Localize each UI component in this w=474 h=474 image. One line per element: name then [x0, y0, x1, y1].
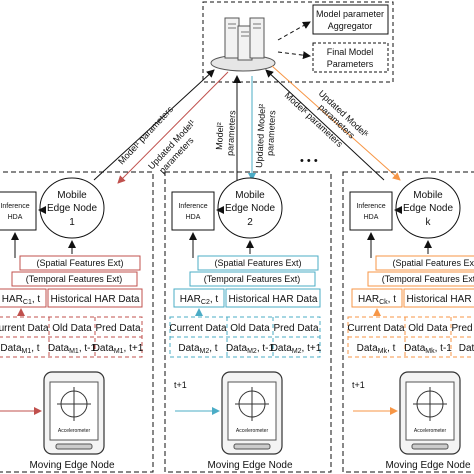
phone-home-button — [55, 443, 93, 450]
historical-har-box — [225, 288, 321, 308]
aggregator-box: Model parameter Aggregator — [312, 4, 389, 35]
edge-node-name-line2: Edge Node — [403, 203, 453, 214]
model2-line2: parameters — [225, 110, 237, 156]
historical-har-box — [47, 288, 143, 308]
aggregator-line1: Model parameter — [316, 9, 384, 19]
updated-model2-line1: Updated Model² — [254, 104, 267, 168]
temporal-features-box — [189, 271, 316, 287]
server-box — [202, 1, 394, 83]
phone-home-button — [233, 443, 271, 450]
node-column-border — [164, 171, 332, 473]
har-box — [173, 288, 225, 308]
data-cell: DataM1, t+1 — [93, 343, 144, 355]
edge-node-index: 1 — [69, 217, 75, 228]
data-cell: DataMk, t — [357, 343, 396, 355]
modelk-down-arrow — [271, 65, 401, 181]
data-cell: DataM2, t+1 — [271, 343, 322, 355]
hda-label: HDA — [364, 214, 379, 221]
phone-home-button — [411, 443, 449, 450]
spatial-features-label: (Spatial Features Ext) — [214, 258, 301, 268]
old-data-header: Old Data — [230, 323, 270, 334]
har-box — [0, 288, 47, 308]
server-icon — [210, 17, 276, 72]
model1-down-arrow — [117, 71, 229, 184]
inference-label: Inference — [356, 203, 385, 210]
moving-edge-node-label: Moving Edge Node — [385, 460, 470, 471]
temporal-features-label: (Temporal Features Ext) — [382, 274, 474, 284]
node-column-border — [0, 171, 154, 473]
har-label: HARC2, t — [180, 294, 219, 306]
data-cell: DataM1, t-1 — [48, 343, 97, 355]
more-nodes-ellipsis: • • • — [300, 155, 318, 167]
pred-data-header: Pred Data — [273, 323, 318, 334]
current-data-header: Current Data — [347, 323, 405, 334]
spatial-features-label: (Spatial Features Ext) — [36, 258, 123, 268]
pred-data-header: Pred Data — [451, 323, 474, 334]
historical-har-box — [403, 288, 474, 308]
server-to-final-arrow — [277, 51, 311, 60]
data-cell: DataM1, t — [0, 343, 39, 355]
spatial-features-box — [375, 255, 474, 271]
har-box — [351, 288, 403, 308]
hda-label: HDA — [8, 214, 23, 221]
temporal-features-box — [11, 271, 138, 287]
time-step-label: t+1 — [174, 380, 187, 390]
old-data-header: Old Data — [52, 323, 92, 334]
moving-edge-node-label: Moving Edge Node — [29, 460, 114, 471]
har-label: HARC1, t — [2, 294, 41, 306]
temporal-features-label: (Temporal Features Ext) — [204, 274, 301, 284]
accelerometer-label: Accelerometer — [236, 428, 269, 434]
data-cell: DataM2, t-1 — [226, 343, 275, 355]
time-step-label: t+1 — [352, 380, 365, 390]
accelerometer-label: Accelerometer — [58, 428, 91, 434]
inference-hda-box — [171, 191, 215, 231]
spatial-features-box — [197, 255, 319, 271]
current-data-header: Current Data — [0, 323, 49, 334]
edge-node-name-line2: Edge Node — [225, 203, 275, 214]
edge-node-index: 2 — [247, 217, 253, 228]
accelerometer-label: Accelerometer — [414, 428, 447, 434]
inference-label: Inference — [178, 203, 207, 210]
inference-hda-box — [0, 191, 37, 231]
aggregator-line2: Aggregator — [328, 21, 373, 31]
edge-node-name-line2: Edge Node — [47, 203, 97, 214]
historical-har-label: Historical HAR Data — [51, 294, 140, 305]
old-data-header: Old Data — [408, 323, 448, 334]
spatial-features-box — [19, 255, 141, 271]
historical-har-label: Historical HAR Data — [229, 294, 318, 305]
temporal-features-label: (Temporal Features Ext) — [26, 274, 123, 284]
pred-data-header: Pred Data — [95, 323, 140, 334]
server-to-aggregator-arrow — [277, 21, 311, 41]
spatial-features-label: (Spatial Features Ext) — [392, 258, 474, 268]
model2-line1: Model² — [214, 122, 225, 150]
data-cell: DataMk — [459, 343, 474, 355]
model1-up-arrow — [93, 69, 215, 181]
har-label: HARCk, t — [358, 294, 396, 306]
node-column-border — [342, 171, 474, 473]
data-cell: DataMk, t-1 — [404, 343, 452, 355]
final-params-box: Final Model Parameters — [312, 42, 389, 73]
moving-edge-node-label: Moving Edge Node — [207, 460, 292, 471]
current-data-header: Current Data — [169, 323, 227, 334]
final-line2: Parameters — [327, 59, 374, 69]
edge-node-name-line1: Mobile — [235, 190, 265, 201]
edge-node-index: k — [426, 217, 432, 228]
temporal-features-box — [367, 271, 474, 287]
hda-label: HDA — [186, 214, 201, 221]
inference-hda-box — [349, 191, 393, 231]
updated-model2-line2: parameters — [265, 110, 277, 156]
modelk-up-arrow — [265, 69, 385, 181]
historical-har-label: Historical HAR Data — [407, 294, 474, 305]
edge-node-name-line1: Mobile — [413, 190, 443, 201]
edge-node-name-line1: Mobile — [57, 190, 87, 201]
final-line1: Final Model — [327, 47, 374, 57]
data-cell: DataM2, t — [178, 343, 217, 355]
inference-label: Inference — [0, 203, 29, 210]
